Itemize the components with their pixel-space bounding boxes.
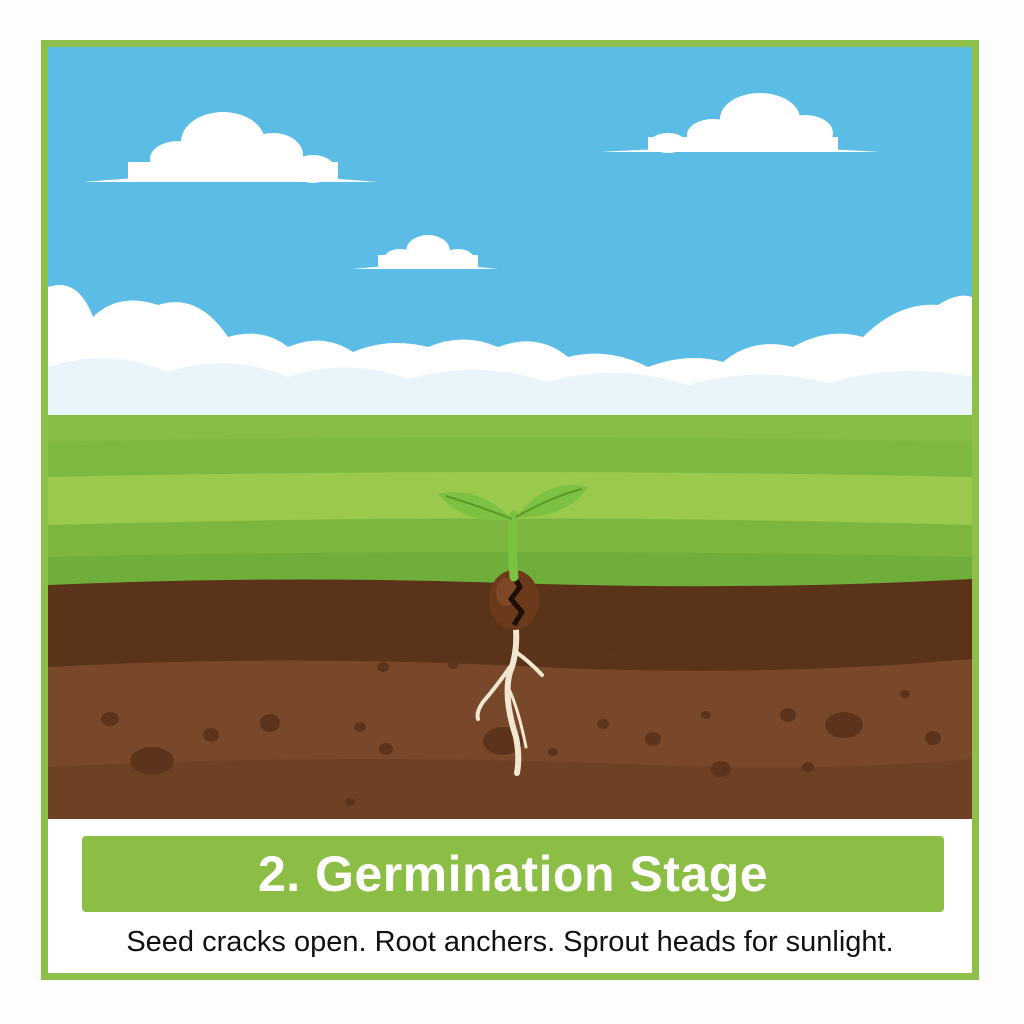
cloud-icon: [353, 235, 498, 269]
stage-title-banner: 2. Germination Stage: [82, 836, 944, 912]
cloud-icon: [83, 112, 378, 183]
cloud-icon: [600, 93, 880, 153]
root-icon: [475, 609, 544, 776]
seedling-icon: [438, 485, 588, 582]
germination-scene: [48, 47, 972, 819]
stage-title: 2. Germination Stage: [257, 846, 769, 902]
soil-pebbles: [101, 650, 941, 806]
horizon-clouds: [48, 285, 972, 417]
seed-icon: [489, 570, 539, 630]
stage-caption: Seed cracks open. Root anchers. Sprout h…: [126, 926, 894, 958]
illustration-card: 2. Germination Stage Seed cracks open. R…: [41, 40, 979, 980]
